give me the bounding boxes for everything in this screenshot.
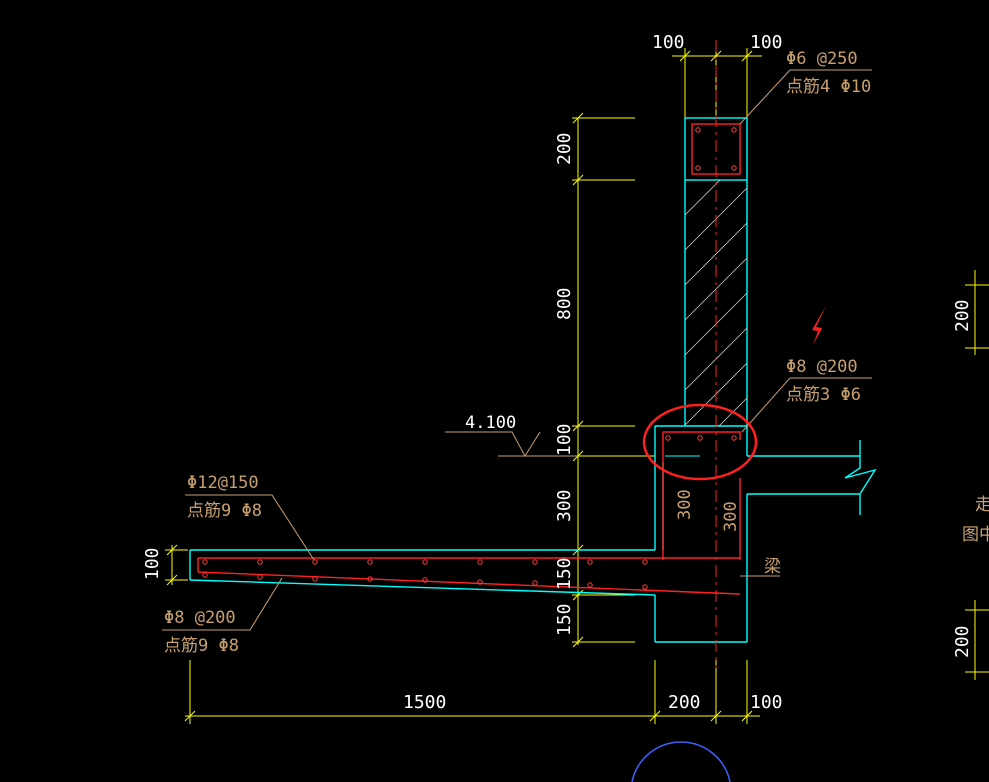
rebar bbox=[197, 40, 741, 668]
dim-v-800: 800 bbox=[554, 287, 575, 320]
dim-v-200-top: 200 bbox=[554, 132, 575, 165]
dim-bottom-200: 200 bbox=[668, 692, 701, 713]
dimension-texts: 100 100 200 800 100 300 150 150 100 1500… bbox=[142, 32, 973, 713]
dim-v-100: 100 bbox=[554, 423, 575, 456]
top-note-2: 点筋4 Φ10 bbox=[786, 77, 871, 97]
red-arrow-icon bbox=[812, 306, 826, 345]
elevation-label: 4.100 bbox=[465, 413, 516, 433]
leader-lines bbox=[162, 69, 872, 631]
rebar-dots bbox=[202, 127, 737, 590]
highlight-circle bbox=[642, 403, 758, 481]
dim-top-right: 100 bbox=[750, 32, 783, 53]
annotation-texts: 4.100 Φ6 @250 点筋4 Φ10 Φ8 @200 点筋3 Φ6 Φ12… bbox=[164, 49, 989, 656]
slab-bottom-note-2: 点筋9 Φ8 bbox=[164, 636, 239, 656]
dimension-lines bbox=[165, 48, 989, 724]
dim-v-150-a: 150 bbox=[554, 557, 575, 590]
beam-label: 梁 bbox=[764, 557, 781, 577]
dim-inner-300-a: 300 bbox=[675, 489, 695, 520]
right-edge-text-2: 图中 bbox=[962, 525, 989, 545]
highlight-annotations bbox=[631, 306, 826, 782]
dim-top-left: 100 bbox=[652, 32, 685, 53]
right-edge-text-1: 走 bbox=[975, 495, 989, 515]
dim-bottom-1500: 1500 bbox=[403, 692, 446, 713]
mid-note-2: 点筋3 Φ6 bbox=[786, 385, 861, 405]
dim-right-200-a: 200 bbox=[952, 299, 973, 332]
slab-top-note-2: 点筋9 Φ8 bbox=[187, 501, 262, 521]
dim-v-150-b: 150 bbox=[554, 603, 575, 636]
mid-note-1: Φ8 @200 bbox=[786, 357, 858, 377]
top-note-1: Φ6 @250 bbox=[786, 49, 858, 69]
dim-v-300: 300 bbox=[554, 489, 575, 522]
slab-top-note-1: Φ12@150 bbox=[187, 473, 259, 493]
dim-inner-300-b: 300 bbox=[721, 501, 741, 532]
dim-left-100: 100 bbox=[142, 547, 163, 580]
dim-right-200-b: 200 bbox=[952, 625, 973, 658]
partial-circle-icon bbox=[631, 741, 731, 782]
slab-bottom-note-1: Φ8 @200 bbox=[164, 608, 236, 628]
dim-bottom-100: 100 bbox=[750, 692, 783, 713]
